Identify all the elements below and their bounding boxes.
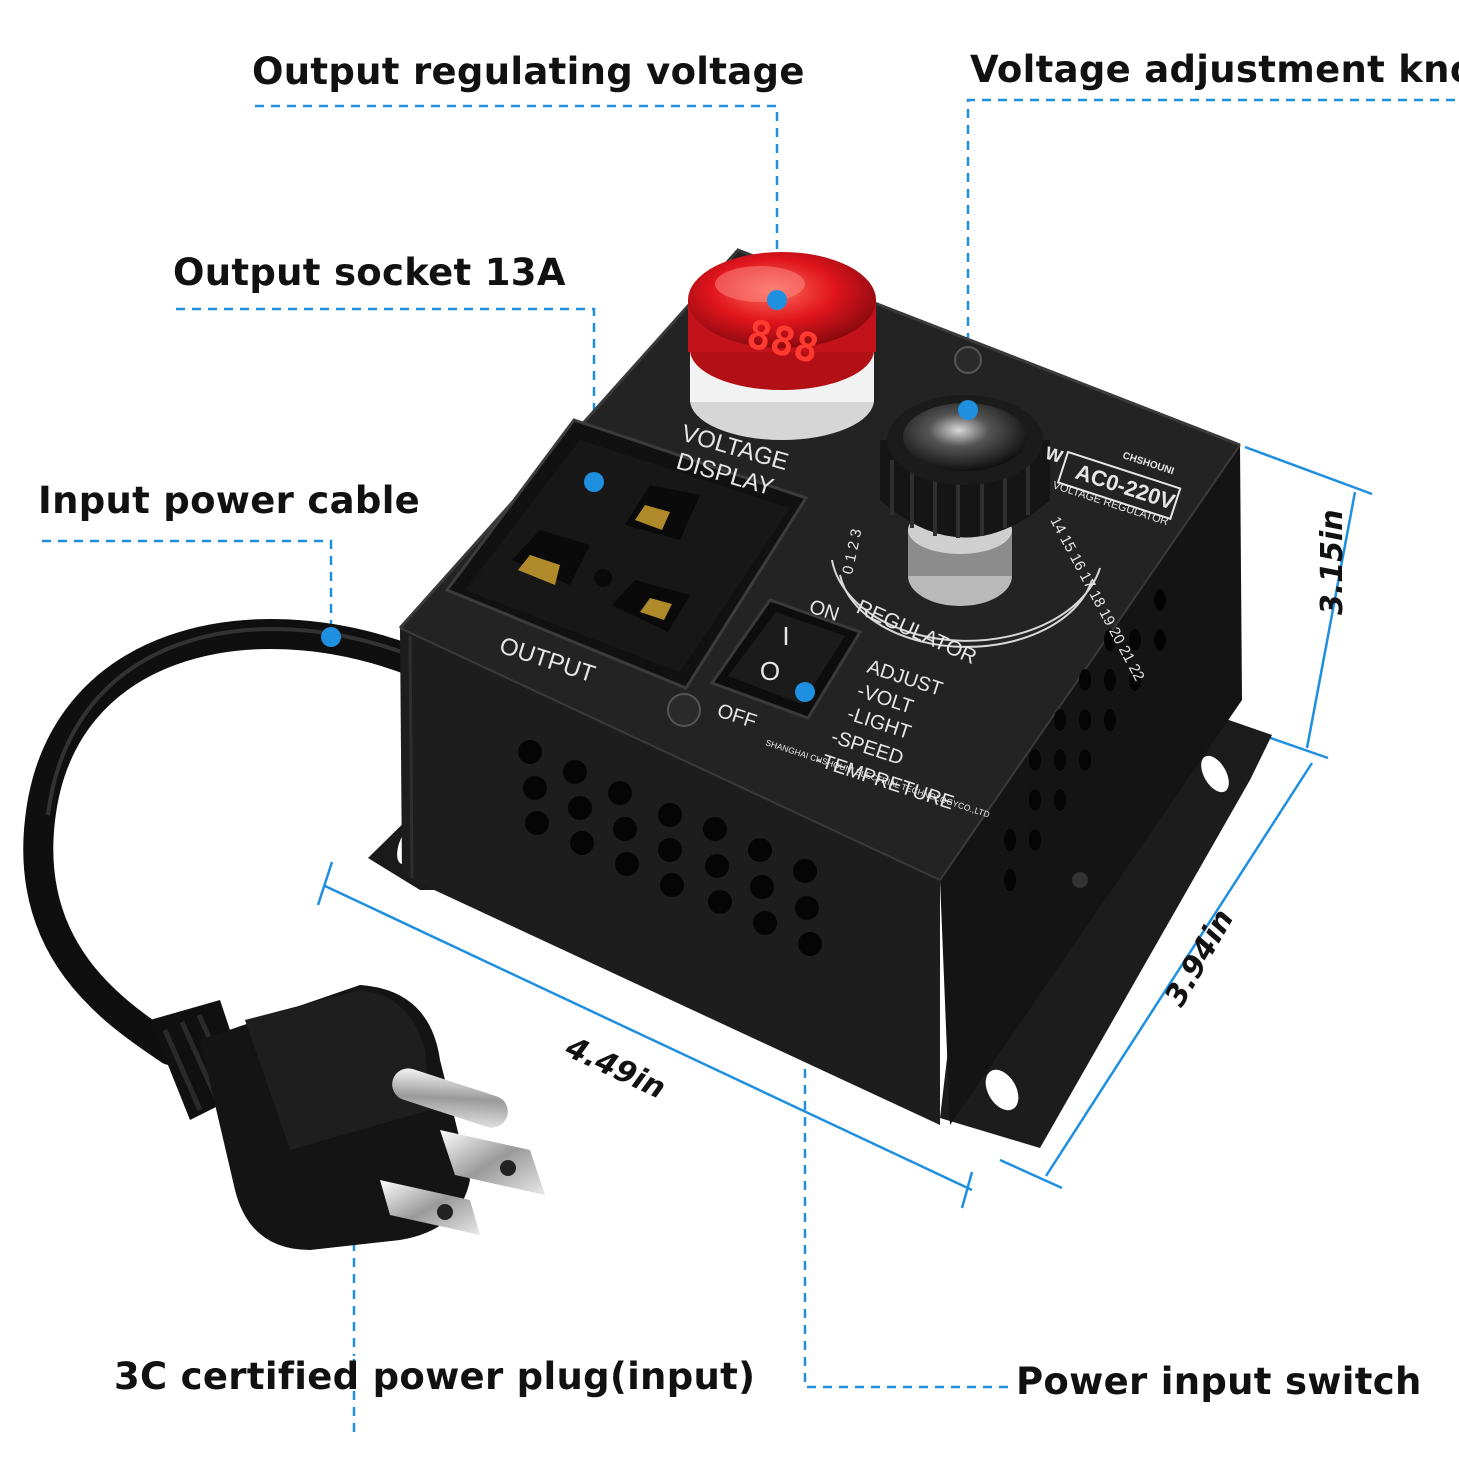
screw-top <box>954 346 982 374</box>
callout-power-switch: Power input switch <box>1016 1360 1422 1403</box>
model-box <box>1056 450 1182 521</box>
callout-output-voltage: Output regulating voltage <box>252 50 805 93</box>
dimension-height: 3.15in <box>1315 509 1350 615</box>
power-plug <box>150 985 545 1250</box>
screw-front <box>667 693 701 727</box>
rocker-on-symbol: I <box>782 621 789 651</box>
callout-output-socket: Output socket 13A <box>173 251 566 294</box>
output-socket <box>444 418 809 690</box>
dial-scale <box>831 559 1101 648</box>
power-cable <box>23 619 425 1065</box>
vent-holes-right <box>1004 589 1166 891</box>
rocker-off-symbol: O <box>760 656 780 686</box>
callout-adjustment-knob: Voltage adjustment knob <box>970 48 1459 91</box>
callout-input-cable: Input power cable <box>38 479 421 522</box>
mounting-flange-right <box>940 710 1272 1148</box>
voltage-knob[interactable] <box>880 395 1050 606</box>
callout-power-plug: 3C certified power plug(input) <box>114 1355 756 1398</box>
power-switch[interactable] <box>709 598 863 720</box>
power-prefix: W <box>1043 443 1065 467</box>
vent-holes-front <box>518 740 822 956</box>
dimension-lines <box>316 445 1373 1209</box>
